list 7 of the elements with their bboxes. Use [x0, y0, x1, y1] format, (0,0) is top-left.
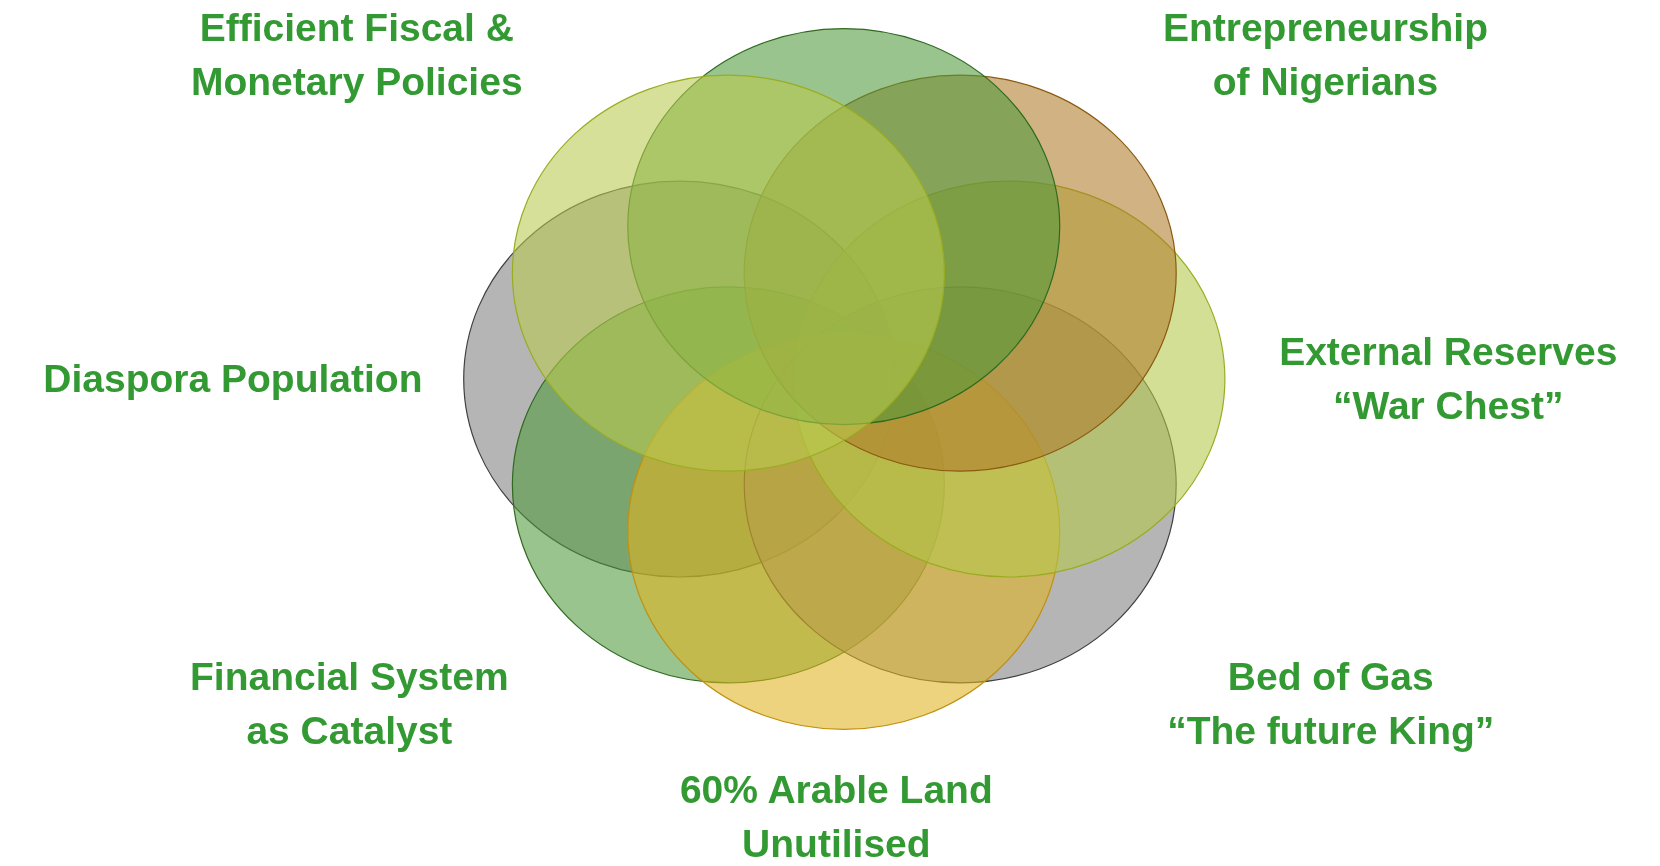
category-label: Financial System as Catalyst — [190, 654, 509, 754]
category-label: Bed of Gas “The future King” — [1167, 654, 1495, 754]
category-label: Entrepreneurship of Nigerians — [1162, 5, 1488, 106]
category-label: External Reserves “War Chest” — [1279, 329, 1618, 429]
category-label: Diaspora Population — [43, 356, 423, 402]
category-label: 60% Arable Land Unutilised — [679, 767, 993, 866]
category-label: Efficient Fiscal & Monetary Policies — [190, 5, 523, 106]
